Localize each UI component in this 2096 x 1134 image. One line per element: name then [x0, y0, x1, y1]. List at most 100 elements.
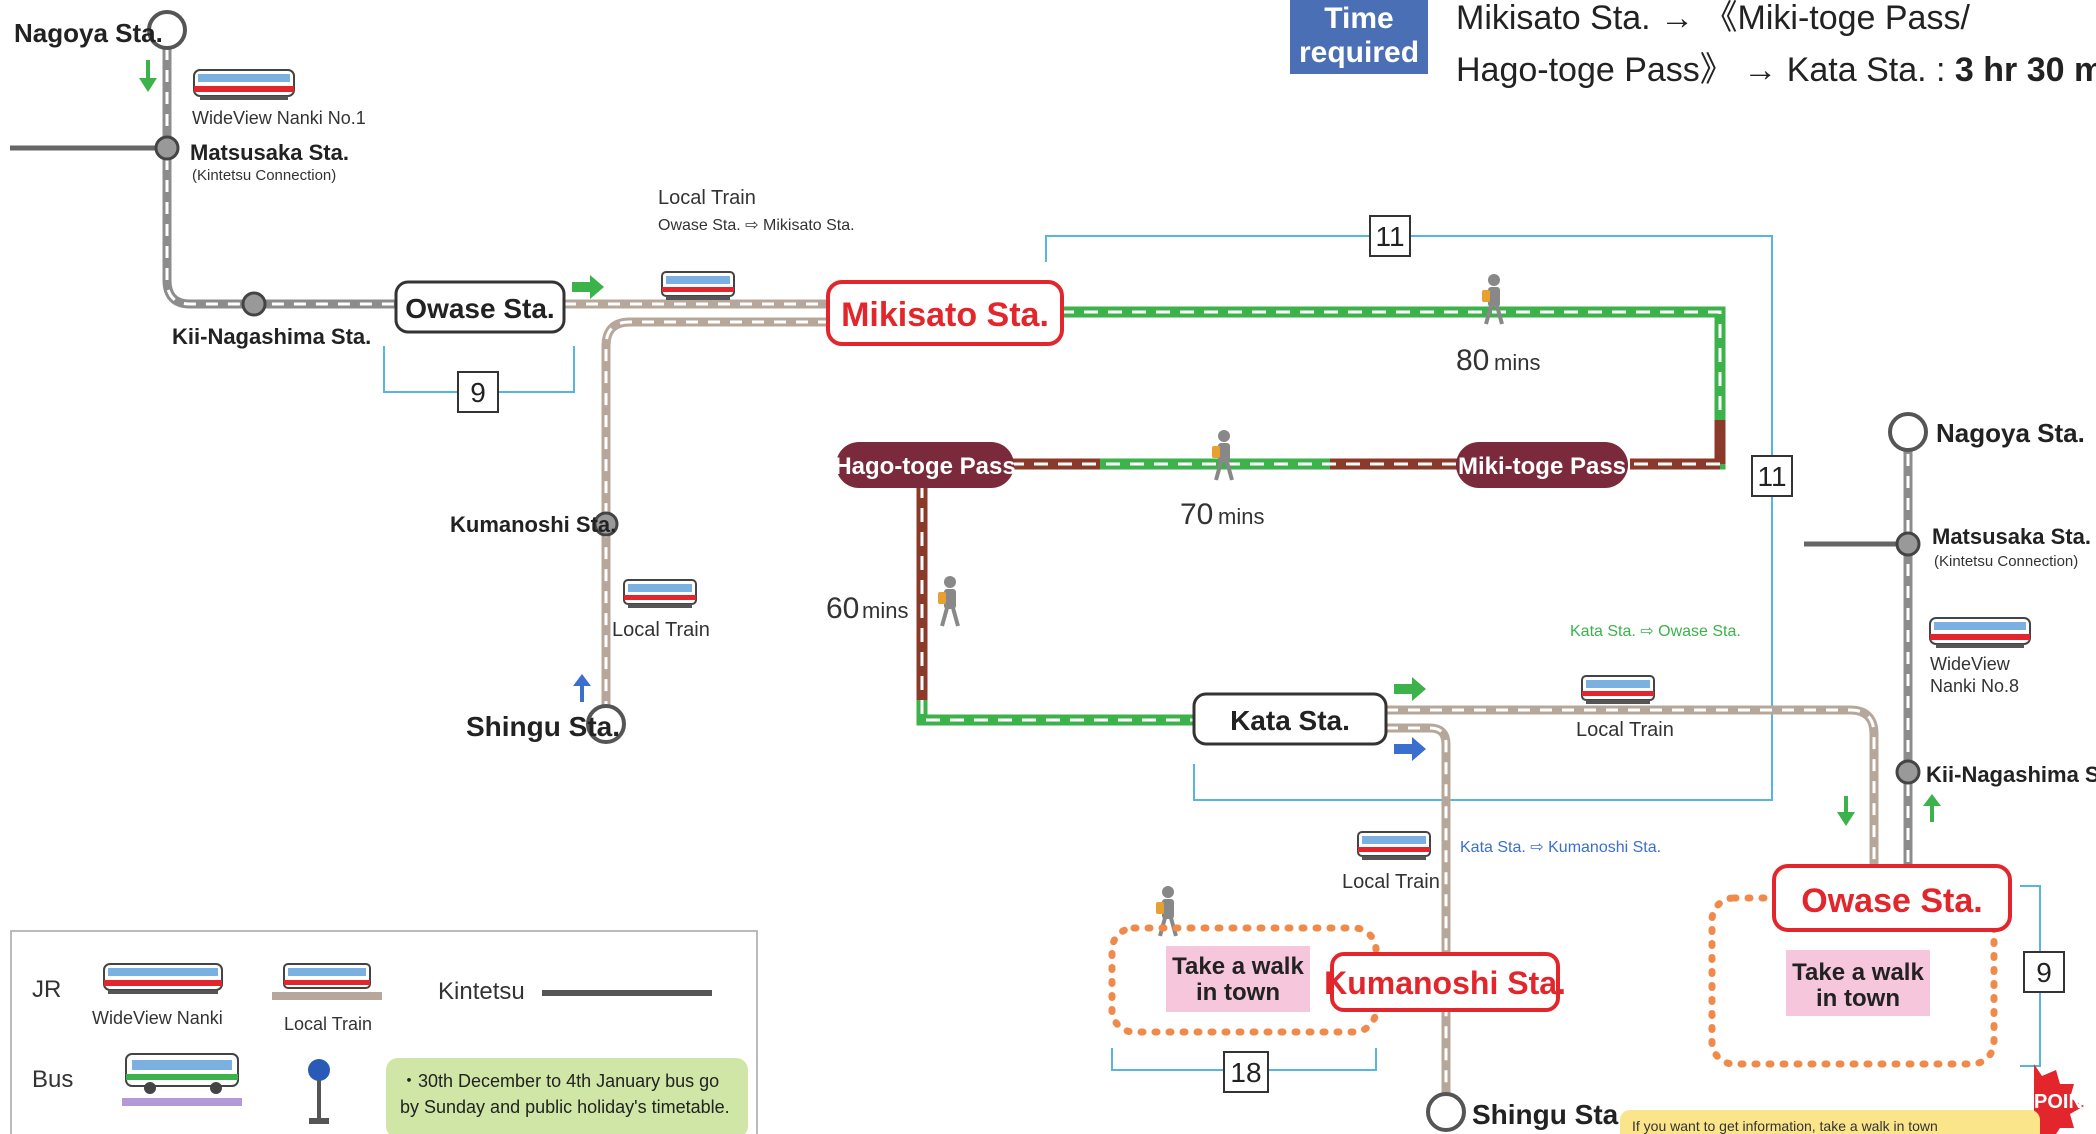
- walk-60-unit: mins: [862, 598, 908, 623]
- matsusaka-right-sub: (Kintetsu Connection): [1934, 553, 2078, 570]
- arrow-down-green-icon: [139, 60, 157, 92]
- owase-town-line2: in town: [1816, 985, 1900, 1012]
- matsusaka-right-label: Matsusaka Sta.: [1932, 524, 2091, 549]
- direction-arrows: [139, 60, 1941, 826]
- kata-kumanoshi-route: Kata Sta. ⇨ Kumanoshi Sta.: [1460, 839, 1661, 856]
- jr-line-right: [1386, 432, 1913, 1100]
- arrow-up-blue-icon: [573, 674, 591, 702]
- kata-owase-route: Kata Sta. ⇨ Owase Sta.: [1570, 623, 1741, 640]
- kii-nagashima-right-label: Kii-Nagashima Sta.: [1926, 762, 2096, 787]
- time-route-line1: Mikisato Sta. → 《Miki-toge Pass/: [1456, 0, 1970, 37]
- matsusaka-left-label: Matsusaka Sta.: [190, 140, 349, 165]
- local-top-route: Owase Sta. ⇨ Mikisato Sta.: [658, 217, 855, 234]
- local-left-label: Local Train: [612, 619, 710, 641]
- kii-nagashima-left-marker: [241, 291, 267, 317]
- nagoya-right-marker: [1888, 412, 1928, 452]
- arrow-right-blue-icon: [1394, 737, 1426, 761]
- time-route-line2: Hago-toge Pass》 → Kata Sta. : 3 hr 30 mi…: [1456, 42, 2096, 91]
- kumanoshi-town-line1: Take a walk: [1172, 953, 1304, 980]
- kumanoshi-left-marker: [593, 511, 619, 537]
- hago-toge-label: Hago-toge Pass: [834, 453, 1015, 480]
- legend-bus-note: ・30th December to 4th January bus go by …: [386, 1058, 748, 1134]
- local-train-bottom-icon: [1357, 831, 1431, 861]
- owase-left-station[interactable]: Owase Sta.: [394, 280, 566, 334]
- local-train-left-icon: [623, 579, 697, 609]
- wideview-no8-line2: Nanki No.8: [1930, 676, 2019, 696]
- shingu-left-label: Shingu Sta.: [466, 711, 620, 742]
- walk-80-value: 80: [1456, 344, 1489, 377]
- kumanoshi-station-bottom[interactable]: Kumanoshi Sta.: [1324, 952, 1566, 1012]
- nagoya-right-label: Nagoya Sta.: [1936, 418, 2085, 448]
- kata-station[interactable]: Kata Sta.: [1192, 692, 1388, 746]
- badge-11-top: 11: [1369, 215, 1411, 257]
- badge-9-right-text: 9: [2036, 957, 2052, 988]
- badge-11-top-text: 11: [1375, 221, 1404, 252]
- owase-station-right[interactable]: Owase Sta.: [1772, 864, 2012, 932]
- time-route-text: Hago-toge Pass》 → Kata Sta. :: [1456, 51, 1955, 89]
- badge-9-left-text: 9: [470, 377, 486, 408]
- kii-nagashima-left-label: Kii-Nagashima Sta.: [172, 324, 371, 349]
- time-required-badge: Time required: [1290, 0, 1428, 74]
- legend-wideview-icon: [103, 963, 223, 994]
- owase-town-area: [1708, 894, 1998, 1068]
- owase-left-label: Owase Sta.: [405, 293, 554, 324]
- owase-right-label: Owase Sta.: [1801, 882, 1982, 920]
- shingu-bottom-marker: [1426, 1092, 1466, 1132]
- kumanoshi-town-line2: in town: [1196, 979, 1280, 1006]
- arrow-right-green-2-icon: [1394, 677, 1426, 701]
- station-markers: [147, 10, 1928, 1132]
- kumanoshi-town-box: [1166, 946, 1310, 1012]
- matsusaka-left-marker: [154, 135, 180, 161]
- legend-local-label: Local Train: [284, 1014, 373, 1034]
- matsusaka-right-marker: [1895, 531, 1921, 557]
- wideview-train-icon: [193, 69, 295, 101]
- legend-wideview-label: WideView Nanki: [92, 1008, 223, 1028]
- badge-11-right-text: 11: [1757, 461, 1786, 492]
- local-train-top-icon: [661, 271, 735, 301]
- kumanoshi-left-label: Kumanoshi Sta.: [450, 512, 616, 537]
- local-bottom-label: Local Train: [1342, 871, 1440, 893]
- mikisato-label: Mikisato Sta.: [841, 296, 1049, 334]
- time-duration: 3 hr 30 mins: [1954, 51, 2096, 89]
- local-train-right-icon: [1581, 675, 1655, 705]
- legend-kintetsu-label: Kintetsu: [438, 978, 525, 1005]
- jr-line-left: [10, 48, 830, 722]
- legend-bus-label: Bus: [32, 1066, 74, 1093]
- walk-80-unit: mins: [1494, 350, 1540, 375]
- kata-label: Kata Sta.: [1230, 705, 1350, 736]
- shingu-bottom-label: Shingu Sta.: [1472, 1099, 1626, 1130]
- badge-18-text: 18: [1230, 1057, 1261, 1088]
- miki-toge-pass[interactable]: Miki-toge Pass: [1456, 442, 1628, 488]
- point-badge: POINT: [2034, 1064, 2095, 1134]
- walk-70-unit: mins: [1218, 504, 1264, 529]
- legend-bus-icon: [122, 1053, 242, 1106]
- badge-9-left: 9: [457, 371, 499, 413]
- time-badge-line1: Time: [1324, 2, 1394, 35]
- legend-jr-label: JR: [32, 976, 62, 1003]
- wideview-no8-line1: WideView: [1930, 654, 2011, 674]
- nagoya-left-label: Nagoya Sta.: [14, 18, 163, 48]
- arrow-right-green-icon: [572, 275, 604, 299]
- legend-local-icon: [272, 963, 382, 1000]
- wideview-train-right-icon: [1929, 617, 2031, 649]
- hiker-60-icon: [936, 574, 960, 628]
- badge-9-right: 9: [2023, 951, 2065, 993]
- legend: JR WideView Nanki Local Train Kintetsu B…: [10, 930, 758, 1134]
- wideview-no1-label: WideView Nanki No.1: [192, 108, 366, 128]
- arrow-up-green-icon: [1923, 794, 1941, 822]
- nagoya-left-marker: [147, 10, 187, 50]
- legend-kintetsu-line: [542, 990, 712, 996]
- hago-toge-pass[interactable]: Hago-toge Pass: [834, 442, 1016, 488]
- badge-11-right: 11: [1751, 455, 1793, 497]
- hiker-70-icon: [1210, 428, 1234, 482]
- bus-stop-icon: [308, 1059, 330, 1124]
- owase-town-box: [1786, 950, 1930, 1016]
- badge-18: 18: [1223, 1051, 1269, 1093]
- arrow-down-green-2-icon: [1837, 796, 1855, 826]
- walk-70-value: 70: [1180, 498, 1213, 531]
- mikisato-station[interactable]: Mikisato Sta.: [826, 280, 1064, 346]
- time-badge-line2: required: [1298, 36, 1420, 69]
- point-badge-text: POINT: [2034, 1091, 2095, 1113]
